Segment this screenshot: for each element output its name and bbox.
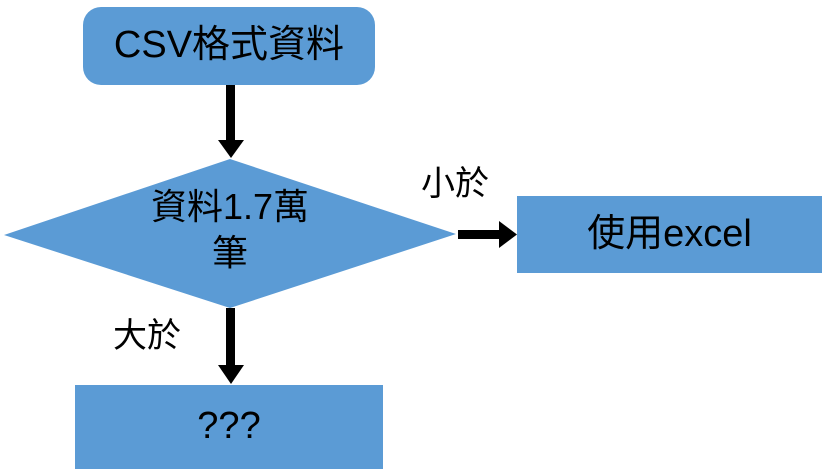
arrow-start-to-decision [218, 85, 244, 158]
unknown-node: ??? [75, 385, 383, 469]
excel-node-label: 使用excel [587, 212, 752, 255]
decision-node-label: 資料1.7萬 筆 [30, 184, 430, 276]
start-node: CSV格式資料 [83, 7, 375, 85]
arrow-decision-to-unknown [218, 308, 244, 384]
arrow-head [218, 365, 244, 384]
decision-label-line1: 資料1.7萬 [150, 186, 310, 227]
decision-node-shape [4, 159, 456, 308]
edge-label-greater-than: 大於 [113, 317, 181, 355]
unknown-node-label: ??? [197, 405, 261, 448]
start-node-label: CSV格式資料 [113, 24, 345, 67]
edge-label-less-than: 小於 [421, 165, 489, 203]
arrow-head [218, 140, 244, 158]
arrow-shaft [226, 308, 235, 366]
excel-node: 使用excel [517, 196, 822, 273]
arrow-decision-to-excel [458, 221, 517, 248]
arrow-shaft [226, 85, 235, 142]
decision-label-line2: 筆 [211, 232, 248, 273]
arrow-head [499, 221, 517, 248]
arrow-shaft [458, 230, 500, 239]
